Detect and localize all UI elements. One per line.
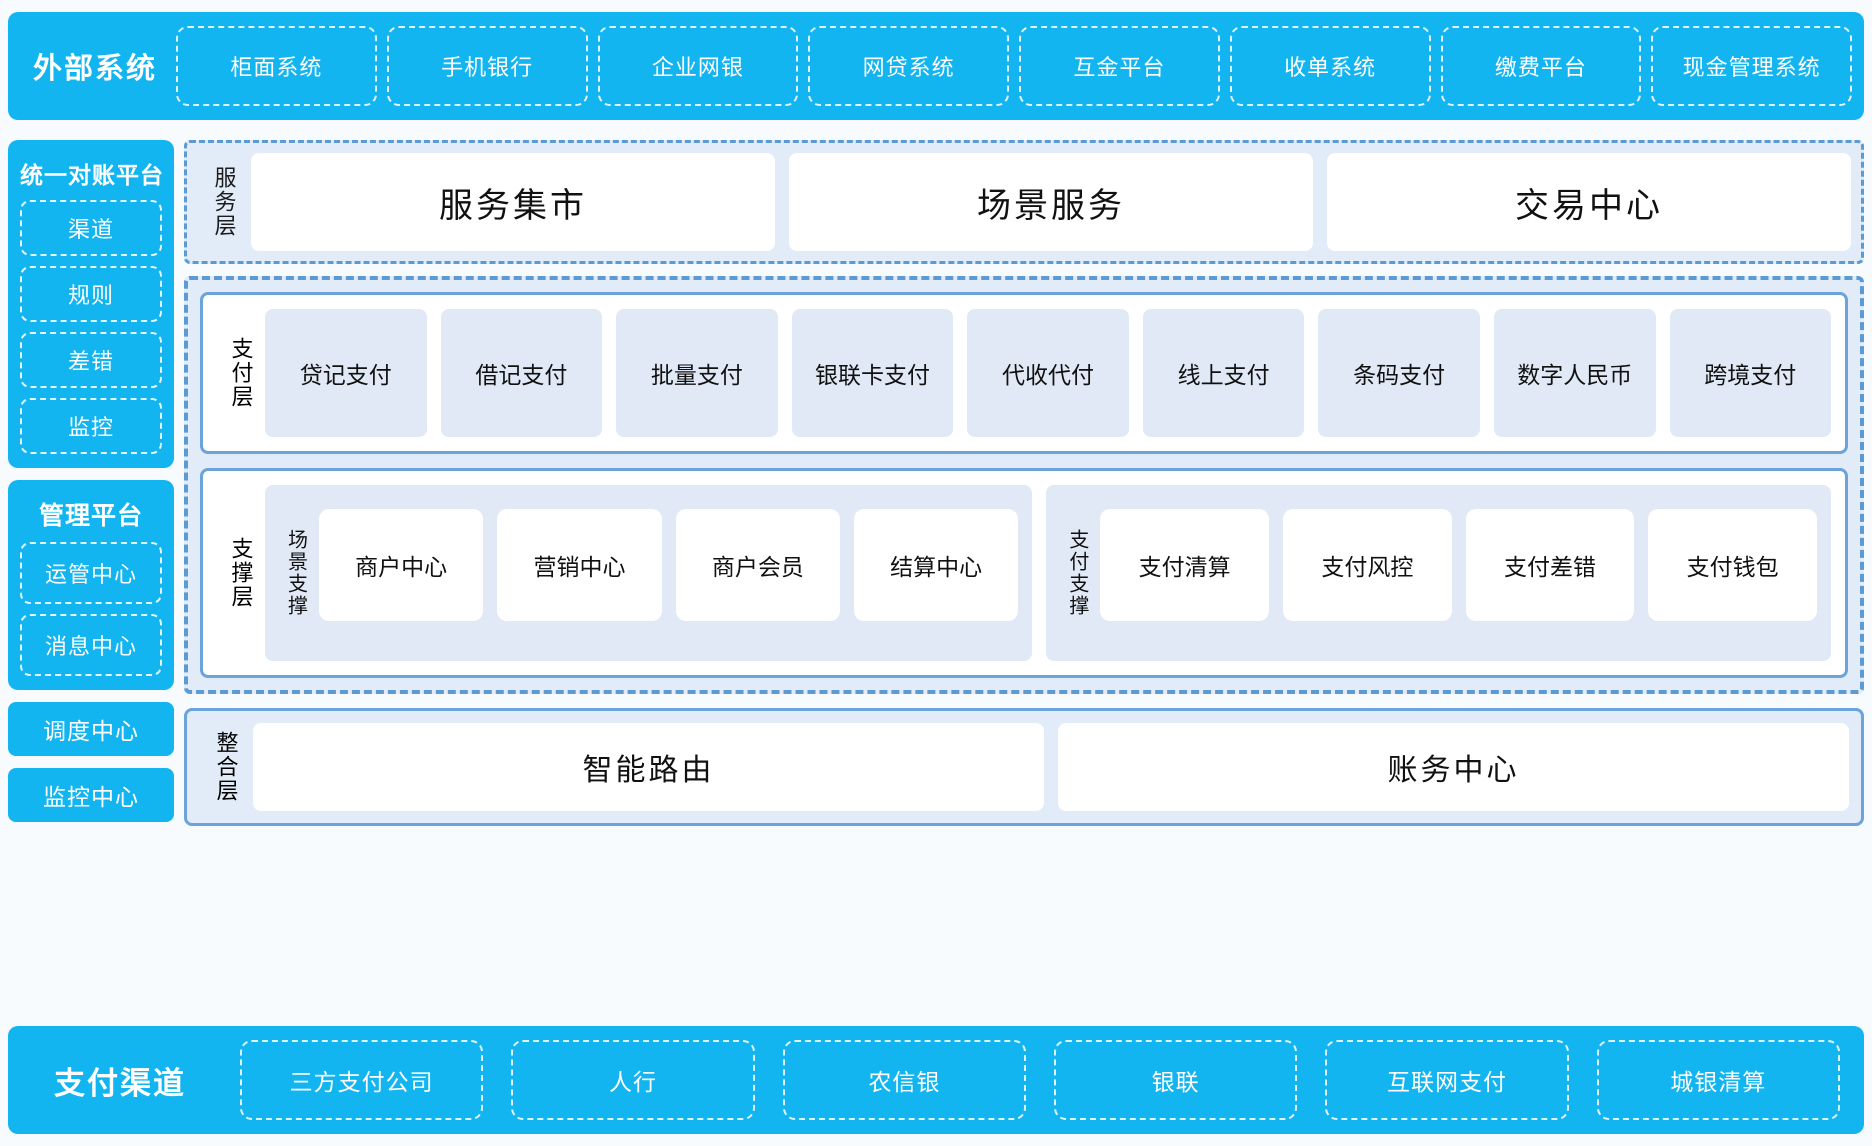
- external-system-item[interactable]: 互金平台: [1019, 26, 1220, 106]
- external-system-item[interactable]: 企业网银: [598, 26, 799, 106]
- external-systems-band: 外部系统 柜面系统 手机银行 企业网银 网贷系统 互金平台 收单系统 缴费平台 …: [8, 12, 1864, 120]
- payment-channels-title: 支付渠道: [20, 1058, 220, 1103]
- recon-item-monitor[interactable]: 监控: [20, 398, 162, 454]
- external-system-item[interactable]: 收单系统: [1230, 26, 1431, 106]
- payment-item-barcode[interactable]: 条码支付: [1318, 309, 1480, 437]
- integration-layer-label: 整合层: [199, 723, 253, 811]
- payment-layer-items: 贷记支付 借记支付 批量支付 银联卡支付 代收代付 线上支付 条码支付 数字人民…: [265, 309, 1831, 437]
- external-system-item[interactable]: 现金管理系统: [1651, 26, 1852, 106]
- payment-channel-item[interactable]: 三方支付公司: [240, 1040, 483, 1120]
- payment-item-digital-rmb[interactable]: 数字人民币: [1494, 309, 1656, 437]
- external-systems-list: 柜面系统 手机银行 企业网银 网贷系统 互金平台 收单系统 缴费平台 现金管理系…: [176, 26, 1852, 106]
- mgmt-item-message-center[interactable]: 消息中心: [20, 614, 162, 676]
- payment-layer: 支付层 贷记支付 借记支付 批量支付 银联卡支付 代收代付 线上支付 条码支付 …: [200, 292, 1848, 454]
- external-system-item[interactable]: 缴费平台: [1441, 26, 1642, 106]
- external-systems-title: 外部系统: [20, 45, 170, 87]
- sidebar-item-scheduling-center[interactable]: 调度中心: [8, 702, 174, 756]
- support-group-scene-label: 场景支撑: [275, 495, 315, 651]
- support-item-payment-wallet[interactable]: 支付钱包: [1648, 509, 1817, 621]
- support-item-merchant-member[interactable]: 商户会员: [676, 509, 840, 621]
- payment-item-batch[interactable]: 批量支付: [616, 309, 778, 437]
- sidebar: 统一对账平台 渠道 规则 差错 监控 管理平台 运管中心 消息中心 调度中心 监…: [8, 140, 174, 834]
- platform-stack: 服务层 服务集市 场景服务 交易中心 支付层 贷记支付 借记支付 批量支付 银联…: [184, 140, 1864, 826]
- payment-item-cross-border[interactable]: 跨境支付: [1670, 309, 1832, 437]
- support-group-scene-items: 商户中心 营销中心 商户会员 结算中心: [315, 495, 1022, 651]
- integration-layer: 整合层 智能路由 账务中心: [184, 708, 1864, 826]
- recon-platform-title: 统一对账平台: [20, 150, 162, 200]
- service-item-scene[interactable]: 场景服务: [789, 153, 1313, 251]
- mgmt-platform-title: 管理平台: [20, 490, 162, 542]
- payment-channel-item[interactable]: 银联: [1054, 1040, 1297, 1120]
- support-group-payment-items: 支付清算 支付风控 支付差错 支付钱包: [1096, 495, 1821, 651]
- core-layers-group: 支付层 贷记支付 借记支付 批量支付 银联卡支付 代收代付 线上支付 条码支付 …: [184, 276, 1864, 694]
- support-group-scene: 场景支撑 商户中心 营销中心 商户会员 结算中心: [265, 485, 1032, 661]
- service-item-market[interactable]: 服务集市: [251, 153, 775, 251]
- support-group-payment: 支付支撑 支付清算 支付风控 支付差错 支付钱包: [1046, 485, 1831, 661]
- mgmt-platform-card: 管理平台 运管中心 消息中心: [8, 480, 174, 690]
- service-item-transaction-center[interactable]: 交易中心: [1327, 153, 1851, 251]
- service-layer: 服务层 服务集市 场景服务 交易中心: [184, 140, 1864, 264]
- recon-item-error[interactable]: 差错: [20, 332, 162, 388]
- payment-item-unionpay-card[interactable]: 银联卡支付: [792, 309, 954, 437]
- recon-platform-card: 统一对账平台 渠道 规则 差错 监控: [8, 140, 174, 468]
- external-system-item[interactable]: 柜面系统: [176, 26, 377, 106]
- service-layer-label: 服务层: [197, 153, 251, 251]
- support-layer: 支撑层 场景支撑 商户中心 营销中心 商户会员 结算中心: [200, 468, 1848, 678]
- payment-channel-item[interactable]: 城银清算: [1597, 1040, 1840, 1120]
- sidebar-item-monitoring-center[interactable]: 监控中心: [8, 768, 174, 822]
- recon-item-channel[interactable]: 渠道: [20, 200, 162, 256]
- payment-item-credit[interactable]: 贷记支付: [265, 309, 427, 437]
- payment-channel-item[interactable]: 互联网支付: [1325, 1040, 1568, 1120]
- payment-channels-band: 支付渠道 三方支付公司 人行 农信银 银联 互联网支付 城银清算: [8, 1026, 1864, 1134]
- payment-item-collection-payment[interactable]: 代收代付: [967, 309, 1129, 437]
- payment-channels-list: 三方支付公司 人行 农信银 银联 互联网支付 城银清算: [240, 1040, 1852, 1120]
- recon-item-rule[interactable]: 规则: [20, 266, 162, 322]
- payment-item-online[interactable]: 线上支付: [1143, 309, 1305, 437]
- integration-item-accounting-center[interactable]: 账务中心: [1058, 723, 1849, 811]
- support-group-payment-label: 支付支撑: [1056, 495, 1096, 651]
- service-layer-items: 服务集市 场景服务 交易中心: [251, 153, 1851, 251]
- integration-item-smart-routing[interactable]: 智能路由: [253, 723, 1044, 811]
- support-item-payment-clearing[interactable]: 支付清算: [1100, 509, 1269, 621]
- payment-channel-item[interactable]: 人行: [511, 1040, 754, 1120]
- support-item-payment-error[interactable]: 支付差错: [1466, 509, 1635, 621]
- mgmt-item-operations-center[interactable]: 运管中心: [20, 542, 162, 604]
- payment-layer-label: 支付层: [217, 309, 265, 437]
- payment-channel-item[interactable]: 农信银: [783, 1040, 1026, 1120]
- support-item-merchant-center[interactable]: 商户中心: [319, 509, 483, 621]
- support-item-payment-riskcontrol[interactable]: 支付风控: [1283, 509, 1452, 621]
- integration-layer-items: 智能路由 账务中心: [253, 723, 1849, 811]
- external-system-item[interactable]: 网贷系统: [808, 26, 1009, 106]
- support-layer-groups: 场景支撑 商户中心 营销中心 商户会员 结算中心 支付支撑: [265, 485, 1831, 661]
- external-system-item[interactable]: 手机银行: [387, 26, 588, 106]
- support-item-settlement-center[interactable]: 结算中心: [854, 509, 1018, 621]
- support-item-marketing-center[interactable]: 营销中心: [497, 509, 661, 621]
- support-layer-label: 支撑层: [217, 485, 265, 661]
- payment-item-debit[interactable]: 借记支付: [441, 309, 603, 437]
